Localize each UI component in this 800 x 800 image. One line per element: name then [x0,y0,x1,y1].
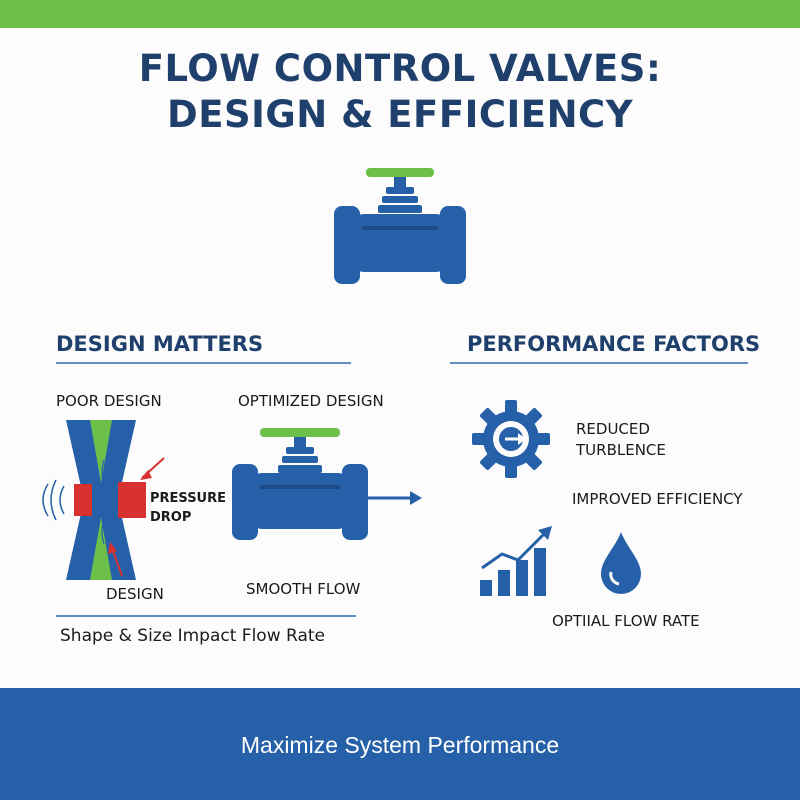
improved-efficiency-label: IMPROVED EFFICIENCY [572,490,743,508]
poor-design-diagram [42,420,165,580]
performance-factors-rule [450,362,748,364]
reduced-turbulence-line1: REDUCED [576,420,650,438]
footer-text: Maximize System Performance [240,732,560,758]
poor-design-label: POOR DESIGN [56,392,162,410]
valve-icon [334,168,466,284]
pressure-drop-label-line1: PRESSURE [150,491,227,506]
title-line-2: DESIGN & EFFICIENCY [167,93,633,136]
caption: Shape & Size Impact Flow Rate [60,626,325,646]
reduced-turbulence-line2: TURBLENCE [576,441,666,459]
water-drop-icon [601,532,641,594]
arrow-right-icon [364,491,422,505]
design-label: DESIGN [106,585,164,603]
design-matters-rule [56,362,351,364]
pressure-drop-label-line2: DROP [150,510,192,525]
gear-icon [472,400,550,478]
caption-rule [56,615,356,617]
top-accent-bar [0,0,800,28]
title-line-1: FLOW CONTROL VALVES: [138,47,662,90]
optimal-flow-rate-label: OPTIIAL FLOW RATE [552,612,700,630]
optimized-valve-icon [232,428,368,540]
smooth-flow-label: SMOOTH FLOW [246,580,361,598]
page-title: FLOW CONTROL VALVES: DESIGN & EFFICIENCY [0,46,800,138]
footer-banner [0,688,800,800]
design-matters-heading: DESIGN MATTERS [56,332,264,356]
bar-chart-icon [480,526,552,596]
optimized-design-label: OPTIMIZED DESIGN [238,392,384,410]
performance-factors-heading: PERFORMANCE FACTORS [467,332,761,356]
